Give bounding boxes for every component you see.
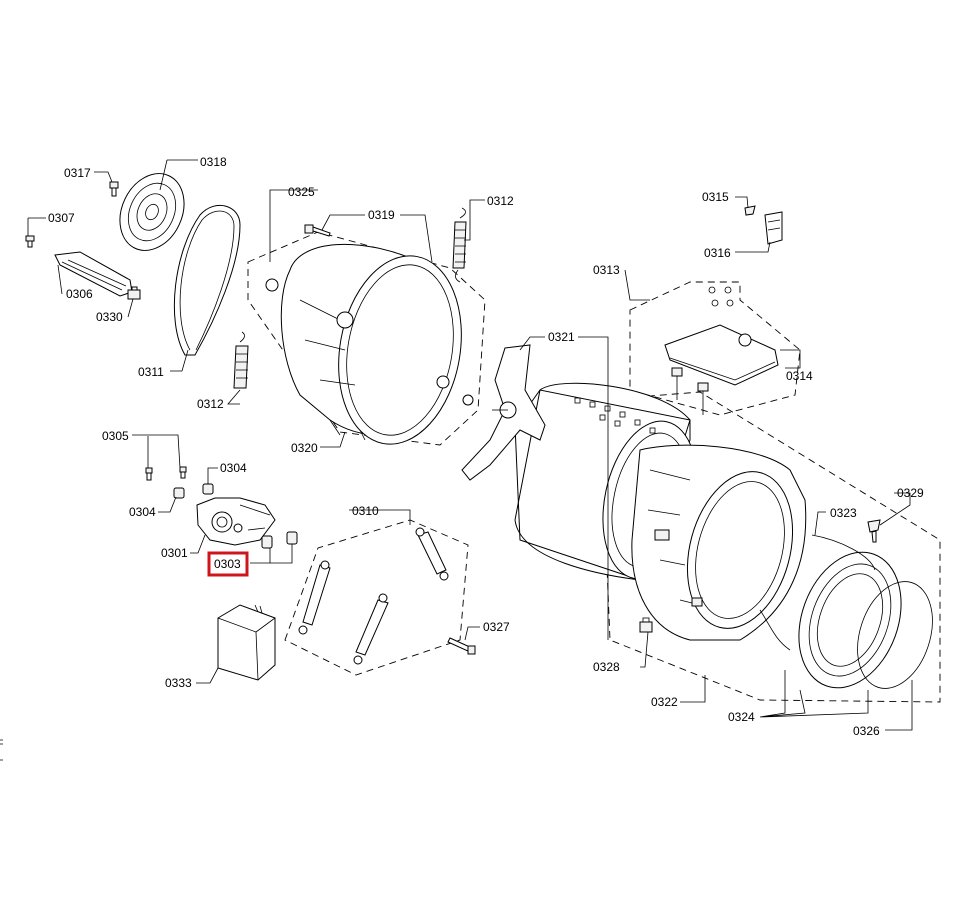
label-0329[interactable]: 0329 bbox=[897, 486, 924, 500]
shock-absorber-0310-a[interactable] bbox=[298, 560, 331, 635]
spring-0312-top[interactable] bbox=[452, 207, 467, 283]
label-0307[interactable]: 0307 bbox=[48, 211, 75, 225]
label-0303[interactable]: 0303 bbox=[214, 557, 241, 571]
label-0322[interactable]: 0322 bbox=[651, 695, 678, 709]
wire-0323[interactable] bbox=[759, 534, 876, 651]
label-0310[interactable]: 0310 bbox=[352, 504, 379, 518]
grommet-0304-b[interactable] bbox=[173, 487, 185, 499]
screw-0305-b[interactable] bbox=[179, 466, 187, 479]
label-0318[interactable]: 0318 bbox=[200, 155, 227, 169]
heater-0306[interactable] bbox=[54, 251, 133, 297]
screw-0317[interactable] bbox=[109, 181, 119, 197]
label-0306[interactable]: 0306 bbox=[66, 287, 93, 301]
label-0312-top[interactable]: 0312 bbox=[487, 194, 514, 208]
label-0315[interactable]: 0315 bbox=[702, 190, 729, 204]
label-0320[interactable]: 0320 bbox=[291, 441, 318, 455]
group-outline-0322 bbox=[599, 391, 941, 703]
sensor-0330[interactable] bbox=[127, 286, 141, 300]
screw-0319[interactable] bbox=[304, 224, 331, 237]
label-0333[interactable]: 0333 bbox=[165, 676, 192, 690]
screw-0305-a[interactable] bbox=[145, 467, 153, 481]
label-0311[interactable]: 0311 bbox=[138, 365, 164, 379]
spring-0312-bottom[interactable] bbox=[233, 331, 249, 389]
label-0326[interactable]: 0326 bbox=[853, 724, 880, 738]
shock-absorber-0310-b[interactable] bbox=[353, 593, 389, 665]
label-0319[interactable]: 0319 bbox=[368, 208, 395, 222]
switch-0316[interactable] bbox=[764, 211, 783, 245]
label-0323[interactable]: 0323 bbox=[830, 506, 857, 520]
door-seal-0324[interactable] bbox=[781, 538, 919, 702]
pulley-0318[interactable] bbox=[108, 163, 196, 261]
label-0325[interactable]: 0325 bbox=[288, 185, 315, 199]
margin-mark bbox=[0, 739, 3, 761]
label-0304-a[interactable]: 0304 bbox=[220, 461, 247, 475]
label-0327[interactable]: 0327 bbox=[483, 620, 510, 634]
front-tub-0322[interactable] bbox=[631, 444, 809, 641]
group-outline-0313 bbox=[629, 281, 801, 416]
leader-lines bbox=[27, 159, 913, 731]
shock-absorber-0310-c[interactable] bbox=[415, 527, 449, 581]
label-0312-bottom[interactable]: 0312 bbox=[197, 397, 224, 411]
cover-0314[interactable] bbox=[664, 324, 779, 386]
label-0316[interactable]: 0316 bbox=[704, 246, 731, 260]
group-outline-0325 bbox=[247, 231, 486, 446]
label-0330[interactable]: 0330 bbox=[96, 310, 123, 324]
clamp-wire-0326[interactable] bbox=[845, 572, 946, 698]
clip-0315[interactable] bbox=[744, 205, 756, 216]
label-0305[interactable]: 0305 bbox=[102, 429, 129, 443]
highlight-box-0303 bbox=[207, 551, 249, 577]
part-labels: 0317 0318 0307 0306 0330 0311 0312 0325 … bbox=[48, 155, 924, 738]
grommet-0304-a[interactable] bbox=[202, 483, 214, 495]
clip-0329[interactable] bbox=[867, 519, 881, 543]
label-0301[interactable]: 0301 bbox=[161, 546, 188, 560]
label-0314[interactable]: 0314 bbox=[786, 369, 813, 383]
drum-spider-0321[interactable] bbox=[461, 344, 546, 481]
belt-0311[interactable] bbox=[173, 205, 241, 356]
label-0328[interactable]: 0328 bbox=[593, 660, 620, 674]
screw-0307[interactable] bbox=[25, 235, 35, 248]
rear-tub-0320[interactable] bbox=[265, 243, 476, 454]
label-0313[interactable]: 0313 bbox=[593, 263, 620, 277]
label-0321[interactable]: 0321 bbox=[548, 330, 575, 344]
group-outline-0310 bbox=[284, 519, 469, 676]
pump-0301[interactable] bbox=[196, 497, 276, 546]
bracket-0328[interactable] bbox=[639, 617, 653, 633]
label-0324[interactable]: 0324 bbox=[728, 710, 755, 724]
label-0317[interactable]: 0317 bbox=[64, 166, 91, 180]
module-box-0333[interactable] bbox=[217, 604, 276, 681]
fasteners-0313[interactable] bbox=[671, 286, 734, 415]
bolt-0327[interactable] bbox=[447, 637, 476, 655]
label-0304-b[interactable]: 0304 bbox=[129, 505, 156, 519]
